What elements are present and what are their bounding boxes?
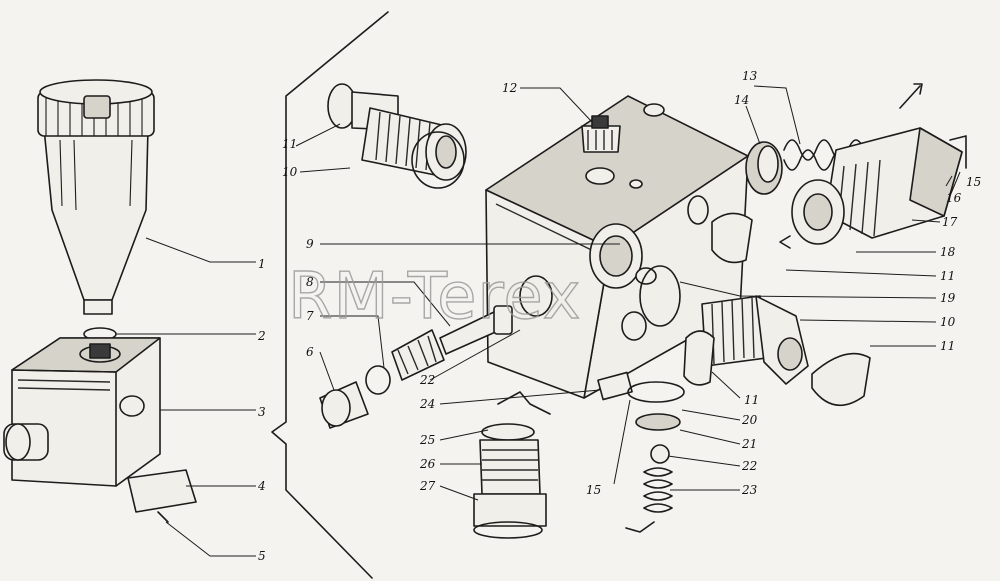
- part-filter-bowl: [37, 79, 155, 315]
- callout-7: 7: [306, 309, 314, 323]
- part-right-cap: [791, 127, 967, 245]
- part-right-fitting: [701, 295, 809, 385]
- callout-13: 13: [742, 69, 758, 83]
- callout-17: 17: [942, 215, 958, 229]
- callout-25: 25: [419, 433, 435, 447]
- watermark-text: RM-Terex: [288, 260, 582, 334]
- part-cover-plate: [127, 469, 197, 513]
- arrow-right-cap: [779, 235, 791, 249]
- part-stem-assembly: [319, 305, 513, 429]
- callout-15-right: 15: [966, 175, 981, 189]
- leader-lines: [116, 85, 961, 557]
- callout-8: 8: [306, 275, 314, 289]
- callout-14: 14: [734, 93, 749, 107]
- callout-12: 12: [502, 81, 517, 95]
- callout-18: 18: [940, 245, 956, 259]
- arrow-upper-right: [899, 83, 923, 109]
- callout-10-upper: 10: [282, 165, 298, 179]
- part-right-plug: [639, 212, 753, 327]
- callout-21: 21: [741, 437, 757, 451]
- callout-5: 5: [258, 549, 266, 563]
- callout-11-mid: 11: [744, 393, 759, 407]
- part-mid-plug: [683, 330, 715, 386]
- group-bracket: [271, 11, 389, 579]
- part-far-plug: [811, 352, 871, 407]
- callout-19: 19: [940, 291, 956, 305]
- part-top-plug: [581, 115, 621, 153]
- callout-23: 23: [741, 483, 758, 497]
- part-lower-fitting: [473, 423, 547, 539]
- callout-22-upper: 22: [419, 373, 435, 387]
- callout-4: 4: [257, 479, 266, 493]
- callout-9: 9: [306, 237, 314, 251]
- callout-24: 24: [419, 397, 435, 411]
- part-valve-body: [485, 95, 749, 399]
- callout-26: 26: [419, 457, 436, 471]
- callout-15-lower: 15: [586, 483, 601, 497]
- callout-labels: 1 2 3 4 5 6 7 8 9 10 10 11 11 11 11 12 1…: [257, 69, 981, 563]
- callout-16: 16: [946, 191, 962, 205]
- callout-10-right: 10: [940, 315, 956, 329]
- callout-27: 27: [419, 479, 436, 493]
- part-lower-valve: [597, 371, 685, 533]
- part-screw: [157, 511, 169, 523]
- part-upper-fitting: [327, 83, 467, 189]
- callout-11-far: 11: [940, 339, 955, 353]
- callout-2: 2: [257, 329, 266, 343]
- callout-11-right: 11: [940, 269, 955, 283]
- callout-6: 6: [306, 345, 314, 359]
- callout-1: 1: [258, 257, 266, 271]
- callout-20: 20: [741, 413, 758, 427]
- callout-3: 3: [258, 405, 266, 419]
- part-base-housing: [3, 337, 161, 487]
- callout-11-upper: 11: [282, 137, 297, 151]
- callout-22-lower: 22: [741, 459, 757, 473]
